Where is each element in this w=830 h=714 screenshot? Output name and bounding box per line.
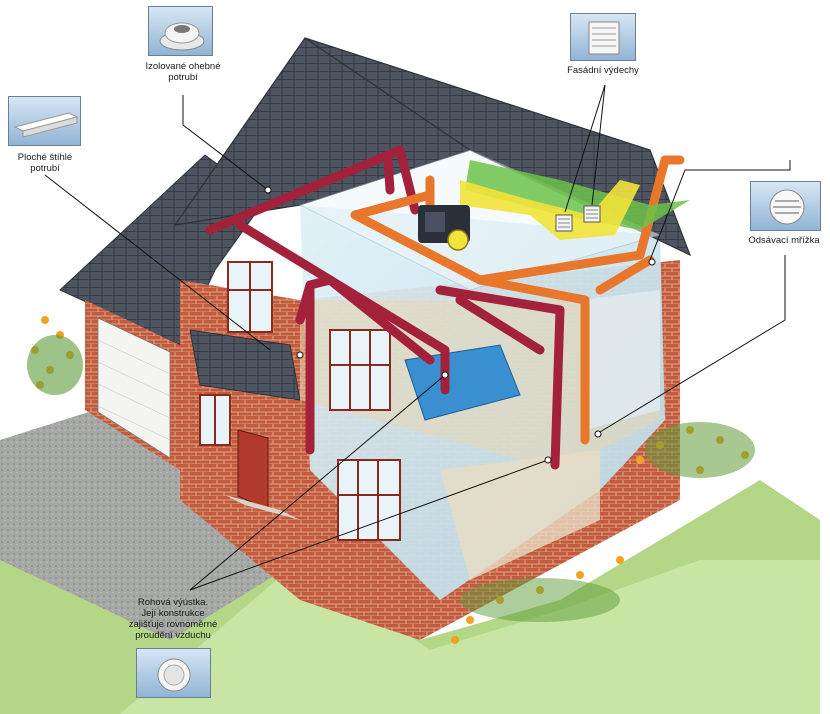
window-lower-front	[199, 394, 231, 446]
bedroom-bed	[404, 344, 521, 421]
facade-outlets-label: Fasádní výdechy	[567, 65, 639, 76]
window-upper-side	[329, 329, 391, 411]
insulated-pipe-thumbnail	[148, 6, 213, 56]
window-lower-side	[337, 459, 401, 541]
leader-dots	[264, 186, 656, 464]
fresh-air-flow	[465, 160, 690, 230]
facade-outlets-thumbnail	[570, 13, 636, 61]
entrance-step	[225, 495, 300, 520]
flat-pipe-thumbnail	[8, 96, 81, 146]
exhaust-ducts	[350, 155, 685, 445]
exhaust-air-flow	[460, 180, 640, 240]
insulated-pipe-label: Izolované ohebné potrubí	[145, 61, 221, 83]
facade-grille-left	[555, 214, 573, 232]
front-door	[237, 429, 269, 511]
corner-outlet-thumbnail	[136, 648, 211, 698]
garage-door	[97, 317, 171, 459]
driveway	[0, 410, 300, 640]
exhaust-grille-thumbnail	[750, 181, 821, 231]
lawn-light	[120, 560, 820, 714]
shrubs	[27, 335, 755, 622]
heat-recovery-unit	[418, 205, 470, 251]
facade-grille-right	[583, 205, 601, 223]
corner-outlet-label: Rohová výústka. Její konstrukce zajišťuj…	[128, 597, 218, 641]
window-upper-front	[227, 261, 273, 333]
kitchen-area	[580, 290, 660, 430]
lower-room	[440, 450, 600, 580]
exhaust-grille-label: Odsávací mřížka	[748, 235, 820, 246]
supply-ducts	[205, 145, 565, 470]
flat-pipe-label: Ploché štíhlé potrubí	[17, 152, 73, 174]
leader-lines	[44, 84, 791, 591]
